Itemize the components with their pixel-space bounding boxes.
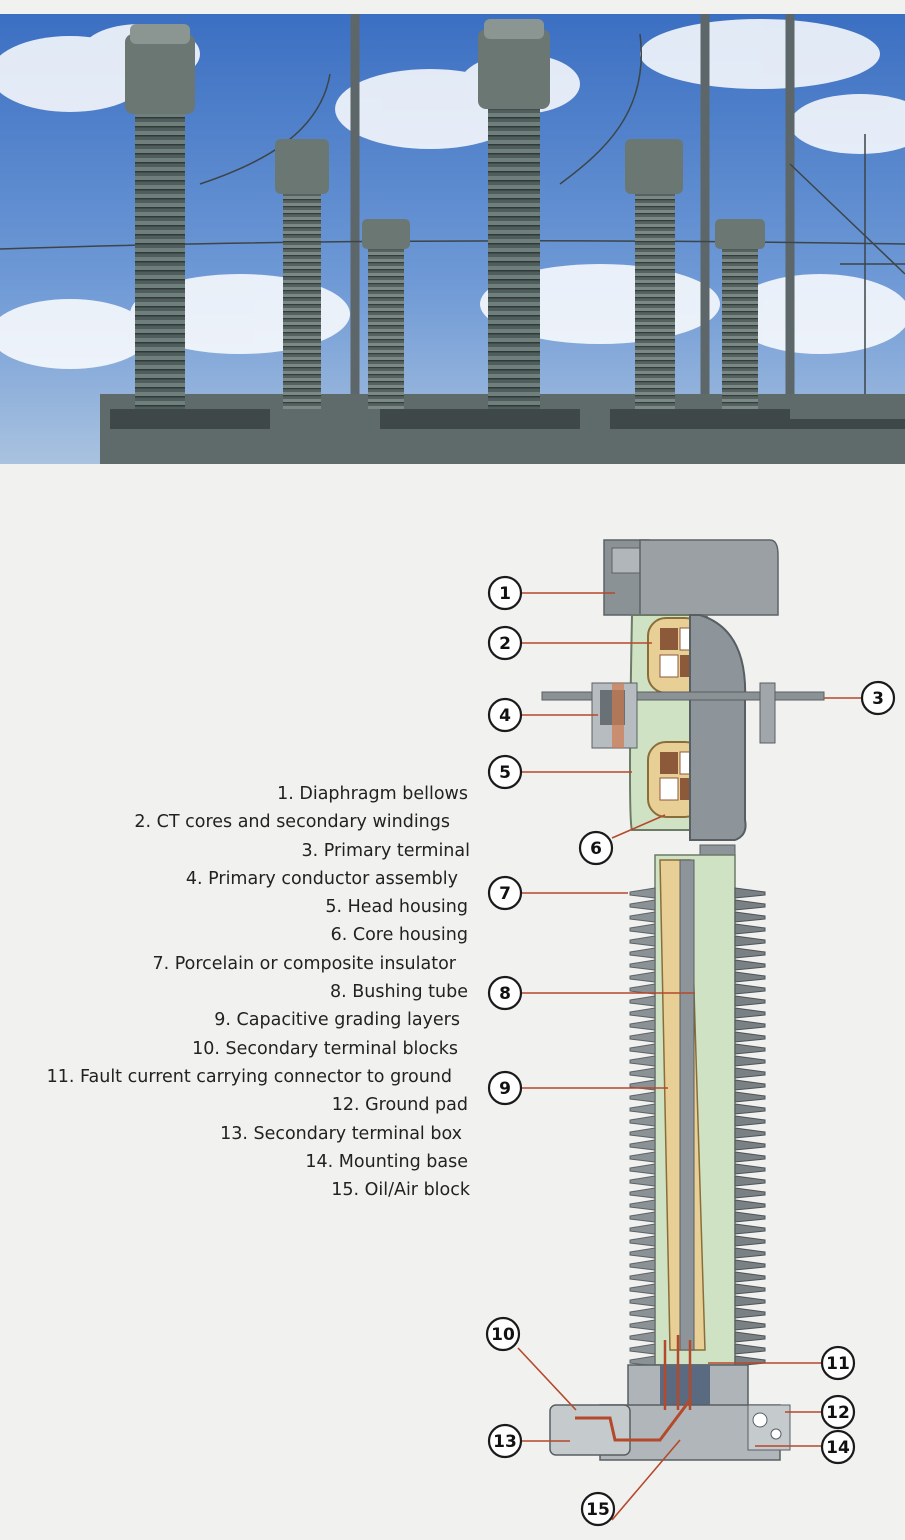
legend-item: 2. CT cores and secondary windings: [134, 812, 450, 833]
legend-item: 6. Core housing: [330, 925, 468, 946]
head-casing: [689, 614, 747, 841]
legend-item: 4. Primary conductor assembly: [185, 868, 458, 889]
legend-item: 1. Diaphragm bellows: [277, 784, 468, 804]
legend-item: 15. Oil/Air block: [331, 1180, 470, 1201]
mounting-base: [549, 1335, 791, 1461]
legend-item: 9. Capacitive grading layers: [214, 1010, 460, 1031]
primary-terminal: [541, 682, 825, 749]
legend-item: 3. Primary terminal: [301, 840, 470, 861]
legend-item: 5. Head housing: [325, 897, 468, 918]
dome: [603, 539, 779, 616]
legend-item: 10. Secondary terminal blocks: [192, 1038, 458, 1059]
leader-lines: [517, 592, 862, 1521]
legend-item: 11. Fault current carrying connector to …: [46, 1066, 452, 1087]
legend-list: 1. Diaphragm bellows 2. CT cores and sec…: [0, 780, 470, 1204]
insulator: [629, 854, 766, 1367]
legend-item: 14. Mounting base: [305, 1151, 468, 1172]
legend-item: 7. Porcelain or composite insulator: [152, 953, 456, 974]
legend-item: 12. Ground pad: [331, 1095, 468, 1116]
legend-item: 13. Secondary terminal box: [220, 1123, 462, 1144]
substation-photo: [0, 14, 905, 464]
legend-item: 8. Bushing tube: [329, 982, 468, 1003]
